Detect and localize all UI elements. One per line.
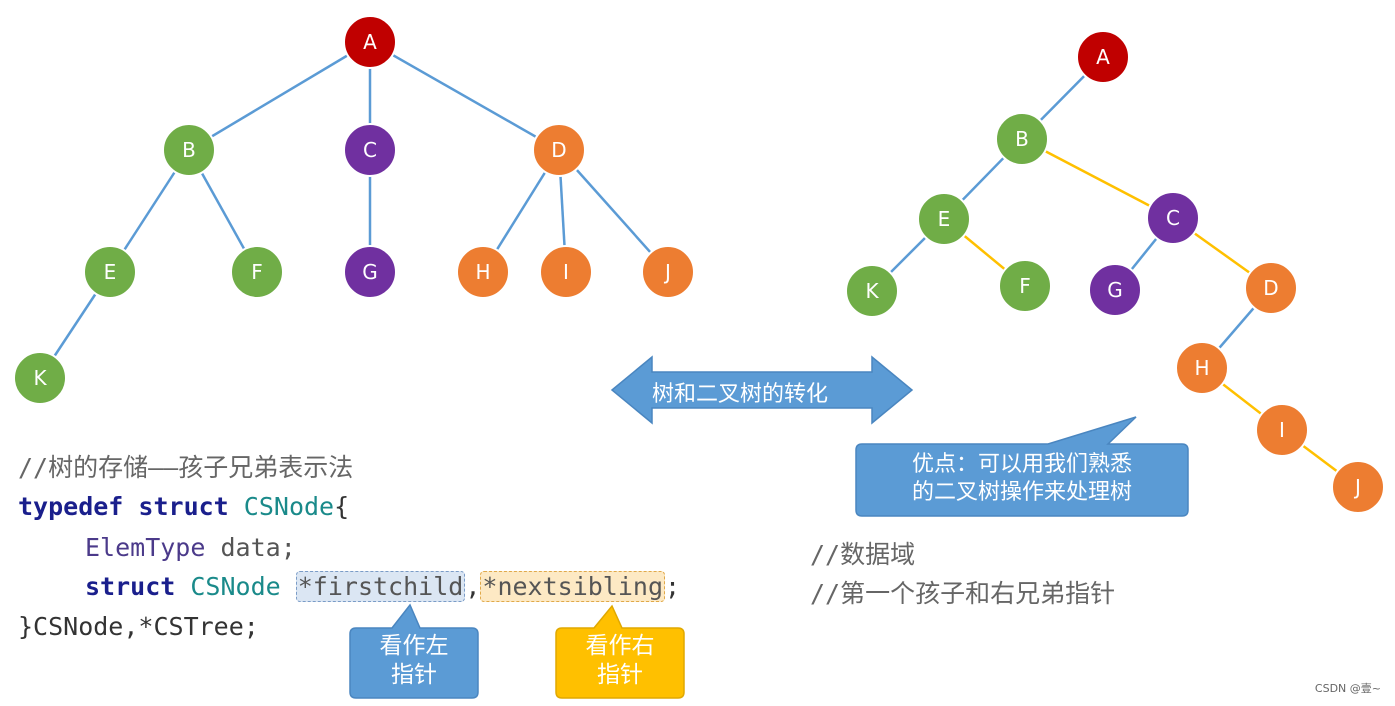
left-node-label-c: C	[363, 138, 377, 162]
firstchild-field: *firstchild	[295, 571, 466, 602]
right-node-d	[1244, 261, 1298, 315]
data-field: data;	[220, 533, 296, 562]
right-node-a	[1076, 30, 1130, 84]
left-node-j	[641, 245, 695, 299]
left-node-d	[532, 123, 586, 177]
left-node-a	[343, 15, 397, 69]
right-node-label-i: I	[1279, 418, 1285, 442]
open-brace: {	[334, 492, 350, 521]
code-typedef-line: typedef struct CSNode{	[18, 494, 349, 519]
left-node-g	[343, 245, 397, 299]
struct-keyword-2: struct	[85, 572, 176, 601]
left-edge-a-d	[369, 40, 560, 152]
left-node-label-h: H	[475, 260, 490, 284]
right-node-label-k: K	[865, 279, 879, 303]
right-node-h	[1175, 341, 1229, 395]
struct-keyword: struct	[138, 492, 229, 521]
right-sibling-edge-b-c	[1021, 137, 1174, 220]
left-node-b	[162, 123, 216, 177]
code-closing-line: }CSNode,*CSTree;	[18, 612, 259, 641]
transform-arrow	[610, 355, 914, 425]
comma: ,	[465, 572, 481, 601]
semicolon: ;	[665, 572, 681, 601]
left-node-label-k: K	[33, 366, 47, 390]
left-node-h	[456, 245, 510, 299]
typedef-keyword: typedef	[18, 492, 124, 521]
right-node-i	[1255, 403, 1309, 457]
advantage-callout-text: 优点：可以用我们熟悉 的二叉树操作来处理树	[911, 452, 1132, 505]
right-node-c	[1146, 191, 1200, 245]
code-comment-line: //树的存储——孩子兄弟表示法	[18, 453, 354, 482]
left-node-k	[13, 351, 67, 405]
right-node-label-h: H	[1194, 356, 1209, 380]
left-node-label-e: E	[104, 260, 117, 284]
right-pointer-callout-bubble	[555, 604, 685, 699]
struct-name-2: CSNode	[190, 572, 281, 601]
right-node-e	[917, 192, 971, 246]
nextsibling-field: *nextsibling	[480, 571, 666, 602]
arrow-label: 树和二叉树的转化	[652, 382, 829, 407]
left-node-label-j: J	[663, 260, 671, 284]
right-node-label-a: A	[1096, 45, 1110, 69]
right-tree-nodes: A B E C K F G D H I J	[845, 30, 1385, 514]
right-node-k	[845, 264, 899, 318]
left-node-label-i: I	[563, 260, 569, 284]
right-pointer-callout-text: 看作右 指针	[585, 633, 655, 688]
left-edge-d-j	[558, 149, 669, 273]
code-pointer-line: struct CSNode *firstchild,*nextsibling;	[85, 571, 681, 602]
left-node-label-g: G	[362, 260, 378, 284]
left-node-label-b: B	[182, 138, 196, 162]
right-node-label-d: D	[1263, 276, 1278, 300]
right-node-g	[1088, 263, 1142, 317]
right-node-f	[998, 259, 1052, 313]
left-tree-nodes: A B C D E F G H I J K	[13, 15, 695, 405]
footer-credit: CSDN @壹~	[1314, 682, 1381, 695]
right-node-j	[1331, 460, 1385, 514]
left-node-f	[230, 245, 284, 299]
right-node-label-f: F	[1019, 274, 1031, 298]
data-comment: //数据域	[810, 540, 916, 569]
left-node-e	[83, 245, 137, 299]
pointer-comment: //第一个孩子和右兄弟指针	[810, 579, 1116, 608]
code-data-line: ElemType data;	[85, 535, 296, 560]
left-tree-edges	[38, 40, 669, 379]
left-node-i	[539, 245, 593, 299]
left-edge-a-b	[188, 40, 371, 152]
left-node-c	[343, 123, 397, 177]
elemtype-type: ElemType	[85, 533, 206, 562]
left-pointer-callout-text: 看作左 指针	[379, 633, 449, 688]
right-node-b	[995, 112, 1049, 166]
left-node-label-d: D	[551, 138, 566, 162]
right-node-label-e: E	[938, 207, 951, 231]
right-node-label-c: C	[1166, 206, 1180, 230]
advantage-callout-bubble	[855, 416, 1189, 517]
left-node-label-f: F	[251, 260, 263, 284]
left-pointer-callout-bubble	[349, 603, 479, 699]
right-node-label-b: B	[1015, 127, 1029, 151]
left-node-label-a: A	[363, 30, 377, 54]
struct-name: CSNode	[243, 492, 335, 521]
right-node-label-j: J	[1353, 475, 1361, 499]
right-node-label-g: G	[1107, 278, 1123, 302]
